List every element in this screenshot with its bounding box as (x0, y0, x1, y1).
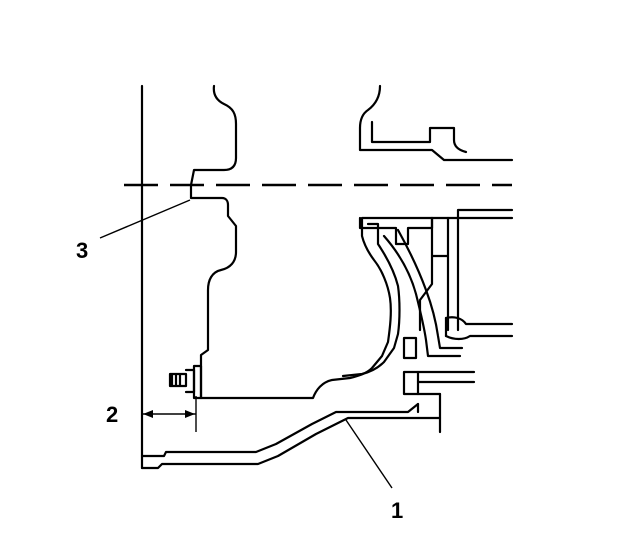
fitting-lower (402, 370, 420, 396)
dimension-2-arrow-right (185, 410, 195, 418)
case-profile (189, 183, 514, 400)
fitting-lines (416, 370, 476, 396)
oil-pan-flange (416, 392, 442, 434)
upper-right-housing (358, 84, 514, 162)
drain-bolt-head (192, 364, 203, 400)
channel-plate-inner (396, 228, 464, 350)
callout-3: 3 (76, 238, 89, 263)
dimension-2-arrow-left (143, 410, 153, 418)
upper-housing-contour (189, 84, 238, 187)
callout-1: 1 (391, 498, 404, 523)
leader-line-3 (99, 199, 191, 239)
channel-plate-outer (382, 234, 462, 358)
fitting-upper (402, 336, 418, 360)
right-stack-column-2 (456, 208, 514, 332)
bolt-bar (444, 316, 514, 341)
upper-right-housing-inner (370, 120, 468, 154)
oil-pan-outer (140, 416, 442, 470)
drain-bolt (168, 368, 196, 394)
callout-2: 2 (106, 402, 119, 427)
right-stack-outer (358, 216, 434, 246)
oil-pan-inner (140, 402, 420, 458)
case-inner-profile (341, 222, 401, 378)
leader-line-1 (345, 419, 393, 489)
